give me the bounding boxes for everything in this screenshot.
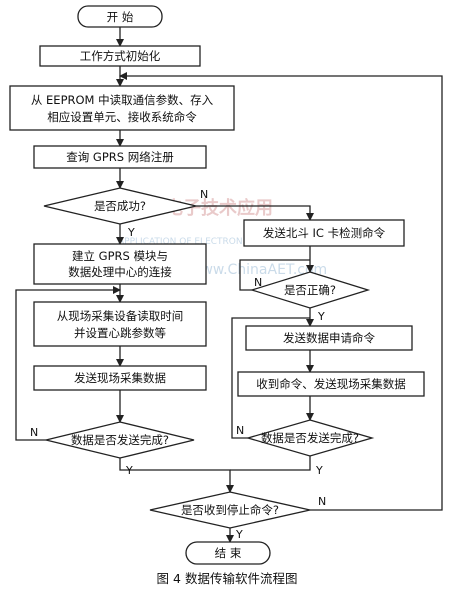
arrow-left-y-to-stop [119, 458, 234, 493]
node-receive-send-label: 收到命令、发送现场采集数据 [256, 377, 406, 391]
label-success-n: N [200, 188, 208, 201]
label-right-y: Y [315, 464, 323, 477]
node-sent-done-left: 数据是否发送完成? [45, 421, 195, 459]
label-stop-y: Y [235, 528, 243, 541]
node-success-decision: 是否成功? [43, 187, 197, 225]
node-sent-done-right-label: 数据是否发送完成? [261, 431, 359, 445]
node-sent-done-left-label: 数据是否发送完成? [71, 433, 169, 447]
label-correct-n: N [254, 276, 262, 289]
node-init: 工作方式初始化 [39, 45, 201, 67]
node-read-eeprom-line2: 相应设置单元、接收系统命令 [47, 110, 197, 124]
node-read-time: 从现场采集设备读取时间 并设置心跳参数等 [33, 301, 207, 347]
node-correct-decision: 是否正确? [249, 271, 371, 309]
node-correct-label: 是否正确? [284, 283, 336, 297]
node-send-field-data-label: 发送现场采集数据 [74, 371, 166, 385]
arrow-right-n-loop [231, 317, 310, 439]
label-correct-y: Y [317, 310, 325, 323]
arrow-right-y [230, 456, 311, 471]
watermark: 电子技术应用 APPLICATION OF ELECTRONIC TECHNIQ… [118, 197, 327, 278]
node-stop-decision: 是否收到停止命令? [149, 491, 311, 529]
node-end: 结 束 [185, 541, 271, 565]
arrow-left-n-loop [15, 286, 121, 441]
label-right-n: N [236, 424, 244, 437]
node-send-beidou: 发送北斗 IC 卡检测命令 [243, 219, 405, 247]
node-start: 开 始 [77, 5, 163, 28]
node-end-label: 结 束 [215, 546, 242, 560]
label-success-y: Y [127, 226, 135, 239]
node-success-label: 是否成功? [94, 199, 146, 213]
node-stop-label: 是否收到停止命令? [181, 503, 279, 517]
watermark-site: www.ChinaAET.com [190, 262, 327, 278]
label-stop-n: N [318, 495, 326, 508]
watermark-cn: 电子技术应用 [165, 197, 273, 219]
arrow-correct-n-loop [239, 259, 310, 291]
node-send-request-label: 发送数据申请命令 [283, 331, 375, 345]
node-send-request: 发送数据申请命令 [245, 325, 413, 351]
watermark-en: APPLICATION OF ELECTRONIC TECHNIQUE [118, 237, 308, 247]
arrow-success-n [196, 205, 314, 221]
node-send-beidou-label: 发送北斗 IC 卡检测命令 [263, 226, 386, 240]
node-sent-done-right: 数据是否发送完成? [245, 419, 375, 457]
node-establish-line2: 数据处理中心的连接 [68, 265, 172, 279]
connectors [15, 27, 443, 543]
node-start-label: 开 始 [107, 10, 134, 24]
node-establish: 建立 GPRS 模块与 数据处理中心的连接 [33, 243, 207, 285]
figure-caption: 图 4 数据传输软件流程图 [157, 571, 298, 586]
label-left-n: N [30, 426, 38, 439]
node-init-label: 工作方式初始化 [80, 49, 161, 63]
node-receive-send: 收到命令、发送现场采集数据 [237, 371, 425, 397]
node-send-field-data: 发送现场采集数据 [33, 365, 207, 391]
node-read-time-line2: 并设置心跳参数等 [74, 326, 166, 340]
node-read-time-line1: 从现场采集设备读取时间 [57, 309, 184, 323]
branch-labels: N Y N Y N N Y Y N Y [30, 188, 326, 541]
arrow-stop-n-loop [119, 72, 443, 511]
label-left-y: Y [125, 464, 133, 477]
node-read-eeprom-line1: 从 EEPROM 中读取通信参数、存入 [31, 93, 214, 107]
node-query-gprs-label: 查询 GPRS 网络注册 [66, 150, 174, 164]
node-query-gprs: 查询 GPRS 网络注册 [33, 145, 207, 169]
node-read-eeprom: 从 EEPROM 中读取通信参数、存入 相应设置单元、接收系统命令 [9, 85, 235, 131]
node-establish-line1: 建立 GPRS 模块与 [72, 249, 168, 263]
